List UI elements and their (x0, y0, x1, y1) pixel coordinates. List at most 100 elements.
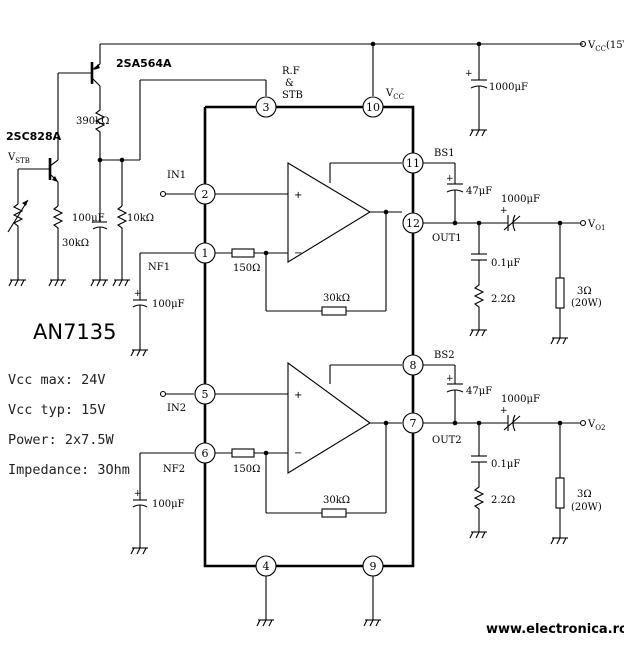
vcc-rail-label: VCC(15V) (587, 40, 624, 53)
vcc-terminal (579, 40, 587, 48)
ground-icon (130, 349, 148, 357)
in1-terminal (159, 190, 167, 198)
opamp-2 (287, 361, 371, 474)
rf-label: R.F (282, 66, 300, 77)
svg-text:9: 9 (370, 560, 377, 573)
svg-text:+: + (294, 190, 302, 201)
pin-3 (255, 96, 277, 118)
vo2-terminal (579, 419, 587, 427)
c-100u-nf1-label: 100μF (152, 299, 185, 310)
transistor-2sa564a-label: 2SA564A (116, 57, 172, 70)
ground-icon (469, 329, 487, 337)
in1-label: IN1 (167, 170, 186, 181)
r-150-2-label: 150Ω (233, 464, 260, 475)
r-22-1-label: 2.2Ω (491, 294, 515, 305)
svg-text:+: + (500, 206, 508, 216)
r-30k-fb2-label: 30kΩ (323, 495, 350, 506)
chip-title: AN7135 (33, 320, 117, 344)
ground-icon (469, 129, 487, 137)
svg-text:+: + (134, 289, 142, 299)
svg-text:+: + (500, 406, 508, 416)
r-22-2-label: 2.2Ω (491, 495, 515, 506)
r-30k-fb1 (321, 306, 347, 316)
svg-text:&: & (285, 78, 294, 89)
r-150-1-label: 150Ω (233, 263, 260, 274)
ic-outline (203, 105, 415, 568)
pin-10 (362, 96, 384, 118)
load-2-power-label: (20W) (571, 502, 602, 513)
r-150-1 (231, 248, 255, 258)
ground-icon (256, 619, 274, 627)
svg-text:1: 1 (202, 247, 209, 260)
svg-text:11: 11 (406, 157, 420, 170)
ground-icon (8, 279, 26, 287)
c-100u-nf2-label: 100μF (152, 499, 185, 510)
spec-power: Power: 2x7.5W (8, 432, 114, 448)
vstb-label: VSTB (7, 152, 30, 165)
pin-vcc-label: VCC (385, 88, 404, 101)
svg-text:−: − (294, 448, 302, 459)
svg-text:+: + (446, 374, 454, 384)
load-1 (555, 277, 565, 309)
ground-icon (550, 337, 568, 345)
vo2-label: VO2 (587, 419, 605, 432)
ground-icon (90, 279, 108, 287)
out2-label: OUT2 (432, 435, 462, 446)
c-01u-1-label: 0.1μF (491, 258, 520, 269)
r-30k-in-label: 30kΩ (62, 238, 89, 249)
ground-icon (112, 279, 130, 287)
out1-label: OUT1 (432, 233, 462, 244)
vo1-label: VO1 (587, 219, 605, 232)
stb-label: STB (282, 90, 303, 101)
svg-text:12: 12 (406, 217, 420, 230)
in2-terminal (159, 390, 167, 398)
spec-vcc-max: Vcc max: 24V (8, 372, 106, 388)
nf1-label: NF1 (148, 262, 170, 273)
svg-text:+: + (465, 69, 473, 79)
svg-text:4: 4 (263, 560, 270, 573)
svg-text:7: 7 (410, 417, 417, 430)
opamp-1 (287, 162, 372, 263)
svg-text:10: 10 (366, 101, 380, 114)
r-390k-label: 390kΩ (76, 116, 109, 127)
in2-label: IN2 (167, 403, 186, 414)
bs1-label: BS1 (434, 148, 455, 159)
bs2-label: BS2 (434, 350, 455, 361)
spec-impedance: Impedance: 3Ohm (8, 462, 130, 478)
load-2 (555, 477, 565, 509)
spec-vcc-typ: Vcc typ: 15V (8, 402, 106, 418)
svg-text:6: 6 (202, 447, 209, 460)
c-1000u-out1-label: 1000μF (501, 194, 540, 205)
load-1-label: 3Ω (577, 286, 592, 297)
svg-text:2: 2 (202, 188, 209, 201)
website-label: www.electronica.ro (486, 622, 624, 637)
r-30k-fb1-label: 30kΩ (323, 293, 350, 304)
r-30k-fb2 (321, 508, 347, 518)
ground-icon (550, 537, 568, 545)
ground-icon (48, 279, 66, 287)
c-47u-1-label: 47μF (466, 186, 492, 197)
c-100u-a-label: 100μF (72, 213, 105, 224)
r-10k-label: 10kΩ (127, 213, 154, 224)
c-1000u-out2-label: 1000μF (501, 394, 540, 405)
svg-text:8: 8 (410, 359, 417, 372)
svg-text:−: − (294, 248, 302, 259)
svg-text:+: + (134, 489, 142, 499)
svg-text:5: 5 (202, 388, 209, 401)
c-47u-2-label: 47μF (466, 386, 492, 397)
c-01u-2-label: 0.1μF (491, 459, 520, 470)
svg-text:+: + (294, 390, 302, 401)
nf2-label: NF2 (163, 464, 185, 475)
ground-icon (363, 619, 381, 627)
ground-icon (469, 531, 487, 539)
load-2-label: 3Ω (577, 489, 592, 500)
svg-text:+: + (446, 174, 454, 184)
ground-icon (130, 547, 148, 555)
svg-text:3: 3 (263, 101, 270, 114)
vo1-terminal (579, 219, 587, 227)
supply-cap-label: 1000μF (489, 82, 528, 93)
load-1-power-label: (20W) (571, 298, 602, 309)
r-150-2 (231, 448, 255, 458)
transistor-2sc828a-label: 2SC828A (6, 130, 62, 143)
